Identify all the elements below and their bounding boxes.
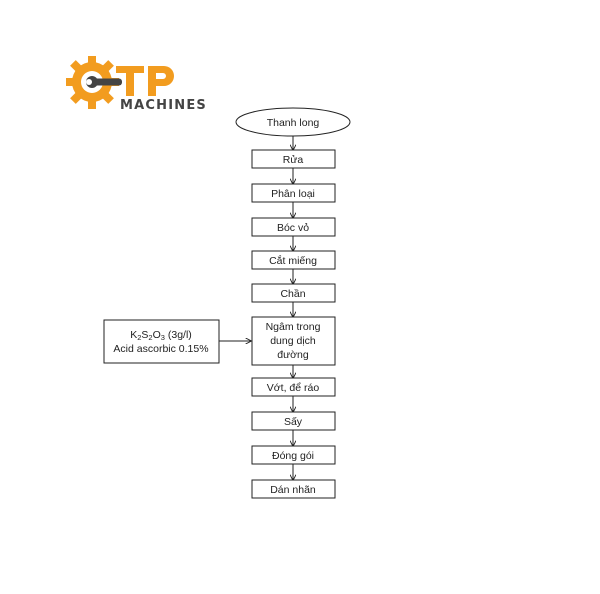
step-box-vot	[251, 377, 336, 397]
step-label-boc-vo: Bóc vỏ	[277, 222, 309, 234]
gear-wrench-icon	[65, 55, 174, 109]
step-box-dan-nhan	[251, 479, 336, 499]
step-box-say	[251, 411, 336, 431]
chem-k: K	[130, 329, 137, 341]
step-box-cat-mieng	[251, 250, 336, 270]
step-box-dong-goi	[251, 445, 336, 465]
chem-s: S	[141, 329, 148, 341]
chem-sub1: 2	[137, 333, 141, 342]
additive-line2: Acid ascorbic 0.15%	[113, 343, 208, 355]
start-node-label: Thanh long	[267, 117, 320, 129]
chem-o: O	[153, 329, 161, 341]
step-label-dan-nhan: Dán nhãn	[270, 484, 316, 496]
step-box-phan-loai	[251, 183, 336, 203]
step-box-boc-vo	[251, 217, 336, 237]
step-label-phan-loai: Phân loại	[271, 188, 315, 200]
additive-line1: K2S2O3 (3g/l)	[130, 329, 192, 342]
step-label-rua: Rửa	[283, 154, 304, 166]
step-box-chan	[251, 283, 336, 303]
step-label-say: Sấy	[284, 416, 303, 428]
step-box-rua	[251, 149, 336, 169]
additive-box	[103, 319, 220, 364]
step-label-vot: Vớt, để ráo	[267, 382, 320, 394]
step-label-ngam-line3: đường	[277, 349, 309, 361]
step-label-ngam-line1: Ngâm trong	[266, 321, 321, 333]
step-label-chan: Chần	[280, 288, 305, 300]
chem-sub2: 2	[148, 333, 152, 342]
step-label-ngam-line2: dung dịch	[270, 335, 316, 347]
step-box-ngam	[251, 316, 336, 366]
step-label-dong-goi: Đóng gói	[272, 450, 314, 462]
chem-sub3: 3	[161, 333, 165, 342]
logo-machines-text: MACHINES	[120, 98, 207, 113]
ctp-machines-logo	[65, 55, 196, 116]
step-label-cat-mieng: Cắt miếng	[269, 254, 317, 267]
chem-conc: (3g/l)	[165, 329, 192, 341]
